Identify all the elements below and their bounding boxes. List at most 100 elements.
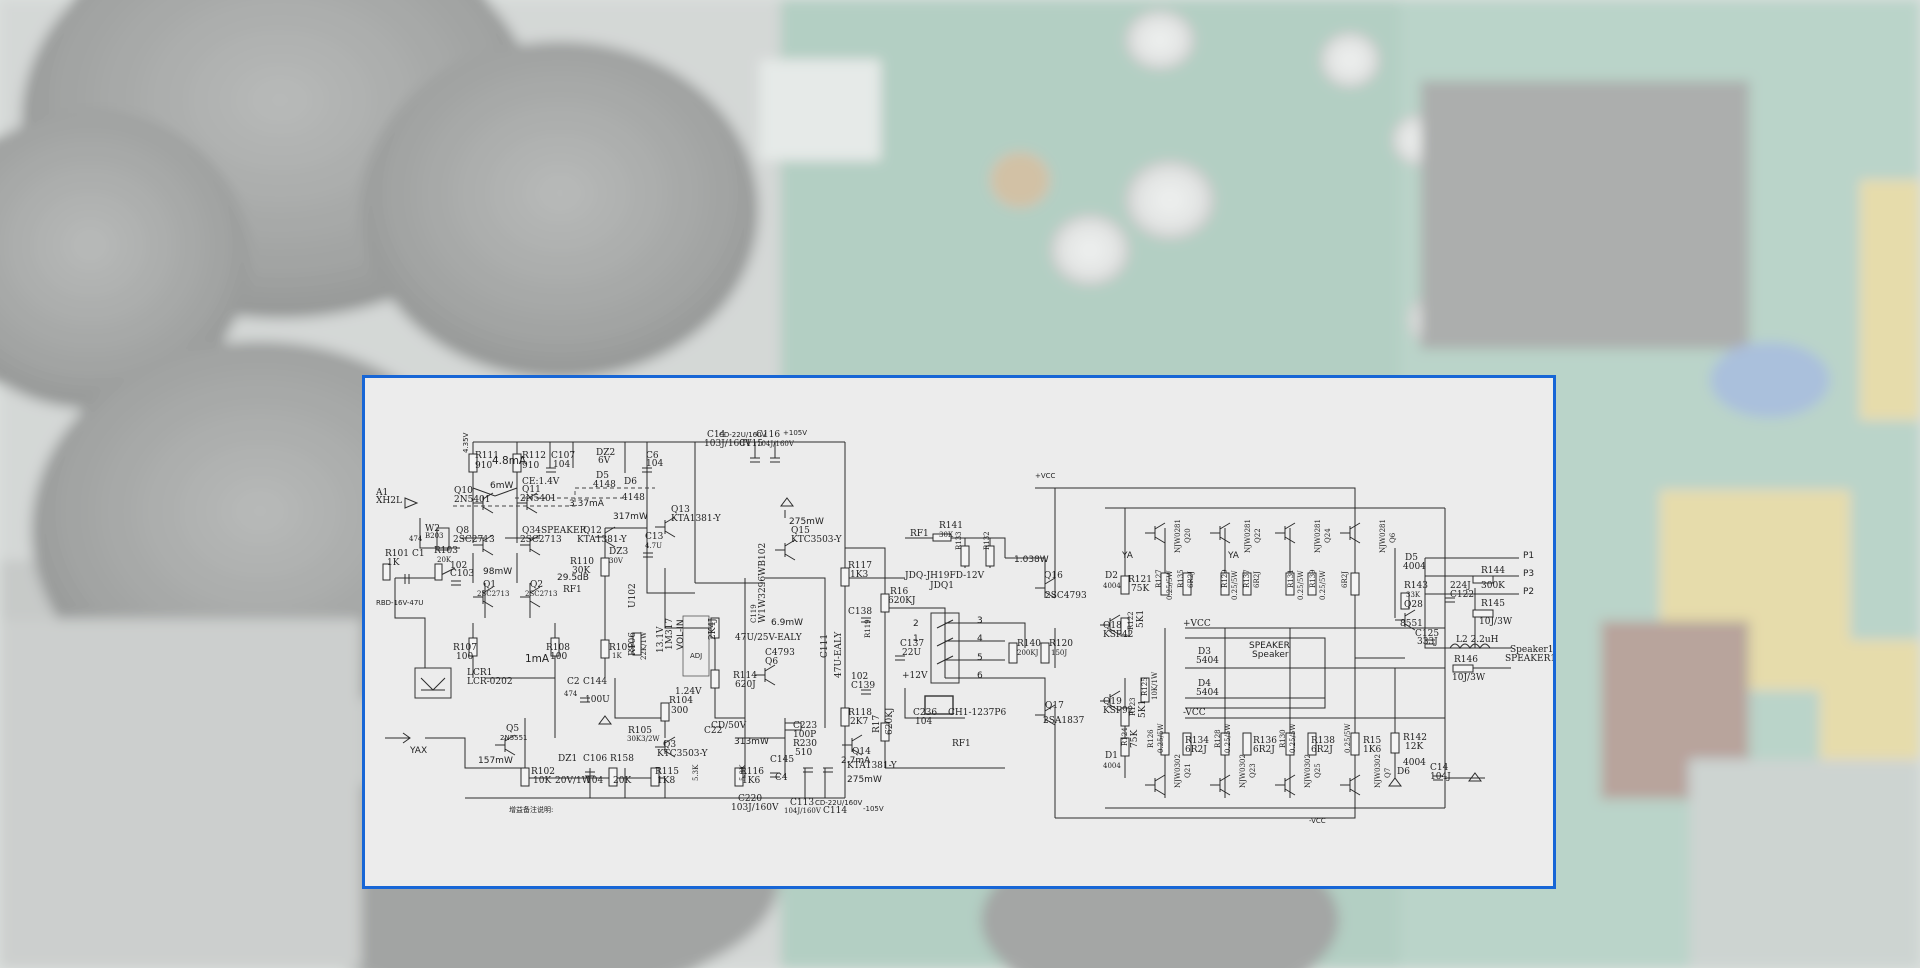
schematic-label: 8551 — [1400, 619, 1423, 629]
schematic-label: 224J — [1450, 581, 1471, 591]
schematic-label: DZ2 — [596, 448, 615, 458]
schematic-label: R139 — [1309, 569, 1317, 588]
schematic-label: 102 — [851, 672, 868, 682]
schematic-label: 29.5dB — [557, 573, 589, 583]
schematic-label: NJW0302 — [1174, 754, 1182, 788]
schematic-label: R125 — [1141, 677, 1149, 696]
schematic-label: 1K — [612, 652, 622, 660]
schematic-label: 300K — [1481, 581, 1505, 591]
schematic-label: 4004 — [1403, 562, 1426, 572]
schematic-label: R136 — [1253, 736, 1277, 746]
schematic-label: 620KJ — [888, 596, 916, 606]
schematic-label: R105 — [628, 726, 652, 736]
schematic-label: 104J — [1430, 772, 1451, 782]
schematic-label: RBD-16V-47U — [376, 599, 423, 607]
schematic-label: 474 — [564, 690, 578, 698]
schematic-label: C13 — [645, 532, 664, 542]
misc-blocks — [385, 497, 1519, 787]
schematic-label: 10J/3W — [1452, 673, 1486, 683]
schematic-label: R145 — [1481, 599, 1505, 609]
schematic-label: 4.35V — [462, 432, 470, 453]
schematic-label: 2SC2713 — [453, 535, 495, 545]
schematic-label: Q6 — [765, 657, 778, 667]
schematic-label: -105V — [863, 805, 884, 813]
schematic-label: R137 — [1243, 569, 1251, 588]
schematic-label: D1 — [1105, 751, 1118, 761]
schematic-label: 104 — [586, 776, 603, 786]
schematic-label: C125 — [1415, 629, 1439, 639]
schematic-label: 6R2J — [1311, 745, 1333, 755]
schematic-label: 6mW — [490, 481, 513, 491]
schematic-label: D4 — [1198, 679, 1211, 689]
schematic-label: Q15 — [791, 526, 810, 536]
schematic-label: 22U — [902, 648, 921, 658]
schematic-label: C138 — [848, 607, 872, 617]
schematic-label: 4.7U — [645, 542, 662, 550]
schematic-label: R106 — [628, 632, 638, 656]
schematic-label: Q24 — [1324, 528, 1332, 543]
schematic-label: R111 — [475, 451, 499, 461]
schematic-label: 1 — [913, 634, 919, 644]
schematic-label: RF1 — [563, 585, 582, 595]
schematic-label: R104 — [669, 696, 693, 706]
schematic-label: 3.37mA — [569, 499, 605, 509]
schematic-label: 104J/160V — [784, 807, 822, 815]
schematic-label: KSP42 — [1103, 630, 1133, 640]
schematic-label: R124 — [1121, 727, 1129, 746]
schematic-label: 910 — [522, 461, 539, 471]
schematic-label: R102 — [531, 767, 555, 777]
schematic-label: DZ1 — [558, 754, 577, 764]
schematic-label: 10K — [533, 776, 551, 786]
schematic-label: 12K — [1405, 742, 1423, 752]
schematic-label: R130 — [1279, 729, 1287, 748]
schematic-label: 6R2J — [1341, 571, 1349, 588]
schematic-label: 275mW — [789, 517, 824, 527]
schematic-label: YA — [1121, 551, 1134, 561]
schematic-label: R158 — [610, 754, 634, 764]
schematic-label: ADJ — [690, 652, 702, 660]
schematic-label: C220 — [738, 794, 762, 804]
schematic-label: 75K — [1130, 730, 1140, 748]
schematic-label: 2SC2713 — [520, 535, 562, 545]
schematic-label: 13.1V — [656, 626, 666, 653]
schematic-label: C22 — [704, 726, 722, 736]
schematic-label: 75K — [1131, 584, 1149, 594]
schematic-label: 4004 — [1103, 762, 1121, 770]
schematic-label: R16 — [890, 587, 909, 597]
schematic-label: LCR-0202 — [467, 677, 513, 687]
schematic-label: KTA1381-Y — [847, 761, 898, 771]
schematic-label: 103J/160V — [704, 439, 752, 449]
schematic-label: Q17 — [1045, 701, 1064, 711]
schematic-label: +VCC — [1035, 472, 1056, 480]
schematic-label: JDQ1 — [929, 581, 954, 591]
schematic-label: 20K — [437, 556, 452, 564]
schematic-label: 5K1 — [1136, 610, 1146, 628]
schematic-label: -VCC — [1309, 817, 1326, 825]
schematic-label: R17 — [872, 714, 882, 733]
schematic-label: 0.25/5W — [1297, 570, 1305, 600]
schematic-label: 100 — [550, 652, 567, 662]
schematic-label: 3 — [977, 616, 983, 626]
schematic-label: 1M317 — [665, 618, 675, 650]
schematic-label: 10K/1W — [1151, 671, 1159, 700]
resistors — [382, 453, 1494, 787]
schematic-label: 0.25/5W — [1289, 723, 1297, 753]
schematic-label: +105V — [783, 429, 807, 437]
schematic-label: C14 — [1430, 763, 1449, 773]
schematic-label: R128 — [1214, 729, 1222, 748]
schematic-label: Q3 — [663, 740, 676, 750]
schematic-label: LCR1 — [467, 668, 492, 678]
schematic-label: R109 — [609, 643, 633, 653]
schematic-label: 1K6 — [742, 776, 760, 786]
schematic-label: R140 — [1017, 639, 1041, 649]
wires-output-stage — [1035, 487, 1515, 819]
amplifier-schematic: 4.35VR1119104.8mAR112910C107104DZ26VC610… — [375, 429, 1553, 825]
schematic-label: 5K1 — [1138, 700, 1148, 718]
schematic-label: 6R2J — [1253, 571, 1261, 588]
schematic-label: KTC3503-Y — [791, 535, 843, 545]
schematic-label: -VCC — [1183, 708, 1206, 718]
schematic-label: R230 — [793, 739, 817, 749]
schematic-label: KTA1381-Y — [577, 535, 628, 545]
